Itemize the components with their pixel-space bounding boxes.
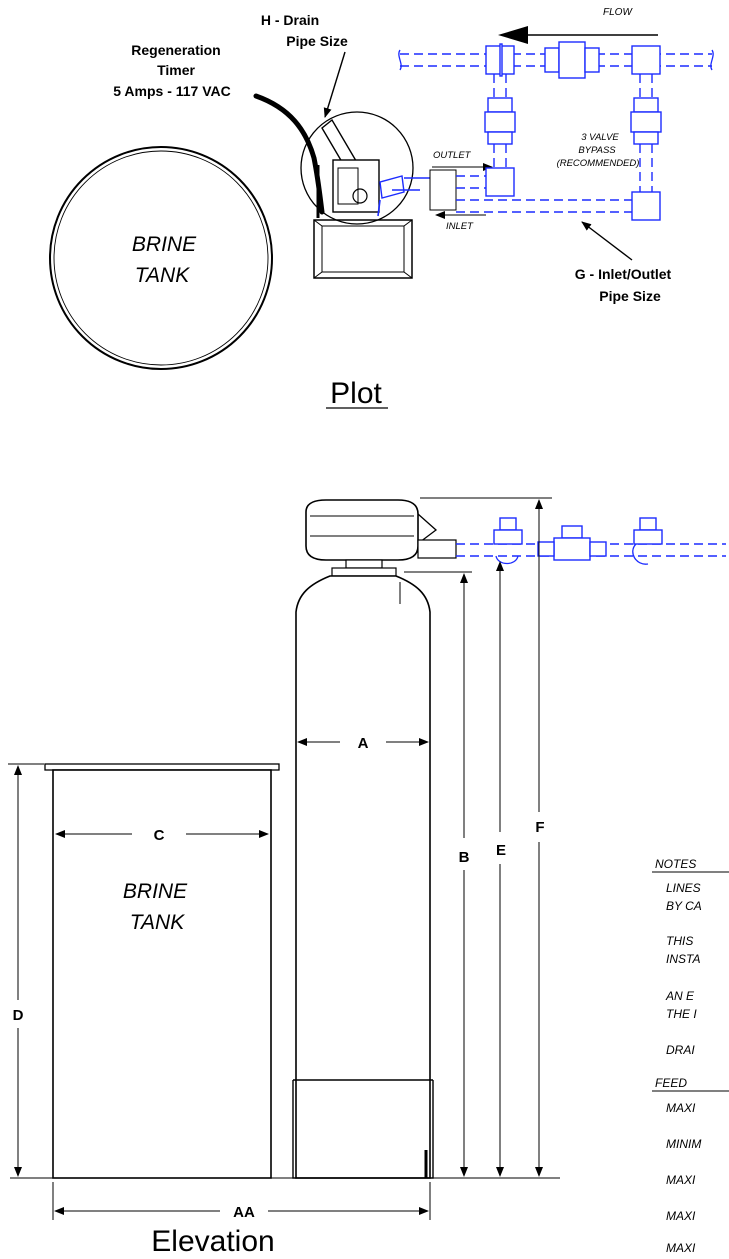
bypass-piping (398, 41, 714, 221)
dimension-f: F (420, 497, 552, 1177)
dimension-aa: AA (52, 1182, 431, 1221)
dimension-c-label: C (154, 827, 165, 844)
bypass-label-2: BYPASS (578, 145, 616, 156)
bypass-label-3: (RECOMMENDED) (557, 158, 640, 169)
dimension-b: B (404, 571, 472, 1177)
inlet-outlet-label-2: Pipe Size (599, 288, 661, 304)
inlet-outlet-label-1: G - Inlet/Outlet (575, 266, 672, 282)
elevation-control-head (305, 499, 457, 577)
dimension-a-label: A (358, 735, 369, 752)
plot-softener-head (300, 111, 457, 279)
dimension-d: D (8, 763, 44, 1177)
elevation-brine-tank: BRINE TANK (44, 763, 280, 1179)
drain-label-1: H - Drain (261, 12, 319, 28)
dimension-d-label: D (13, 1007, 24, 1024)
dimension-f-label: F (535, 819, 544, 836)
timer-label-1: Regeneration (131, 42, 220, 58)
elevation-title: Elevation (151, 1225, 274, 1258)
feed-line-1: MAXI (666, 1101, 696, 1115)
elevation-brine-label-1: BRINE (123, 880, 188, 903)
plot-brine-tank: BRINE TANK (49, 146, 273, 370)
inlet-label: INLET (446, 221, 474, 232)
dimension-e: E (496, 561, 506, 1177)
feed-line-4: MAXI (666, 1209, 696, 1223)
dimension-b-label: B (459, 849, 470, 866)
flow-arrow-head (498, 26, 528, 44)
dimension-aa-label: AA (233, 1204, 255, 1221)
dimension-a: A (297, 735, 429, 752)
elevation-brine-label-2: TANK (130, 911, 185, 934)
note-line-5: AN E (665, 989, 695, 1003)
note-line-4: INSTA (666, 952, 700, 966)
dimension-c: C (55, 827, 269, 844)
drain-label-2: Pipe Size (286, 33, 348, 49)
elevation-piping (456, 517, 726, 565)
note-line-2: BY CA (666, 899, 702, 913)
timer-label-3: 5 Amps - 117 VAC (113, 83, 231, 99)
timer-cable (253, 93, 325, 215)
plot-brine-label-2: TANK (135, 264, 190, 287)
inlet-outlet-leader (581, 221, 633, 261)
plot-brine-label-1: BRINE (132, 233, 197, 256)
mineral-tank (292, 575, 434, 1179)
feed-heading: FEED (655, 1076, 687, 1090)
flow-label: FLOW (603, 7, 633, 18)
notes-panel: NOTES LINES BY CA THIS INSTA AN E THE I … (652, 857, 729, 1255)
feed-line-3: MAXI (666, 1173, 696, 1187)
drain-leader (323, 51, 346, 118)
timer-label-2: Timer (157, 62, 195, 78)
note-line-7: DRAI (666, 1043, 695, 1057)
notes-heading: NOTES (655, 857, 696, 871)
note-line-3: THIS (666, 934, 693, 948)
plot-title: Plot (330, 377, 382, 410)
dimension-e-label: E (496, 842, 506, 859)
outlet-label: OUTLET (433, 150, 472, 161)
note-line-1: LINES (666, 881, 701, 895)
feed-line-2: MINIM (666, 1137, 701, 1151)
note-line-6: THE I (666, 1007, 697, 1021)
feed-line-5: MAXI (666, 1241, 696, 1255)
elevation-view: BRINE TANK A C D A (8, 497, 726, 1258)
bypass-label-1: 3 VALVE (581, 132, 619, 143)
plot-view: BRINE TANK Regeneration Timer 5 Amps - 1… (49, 7, 714, 410)
